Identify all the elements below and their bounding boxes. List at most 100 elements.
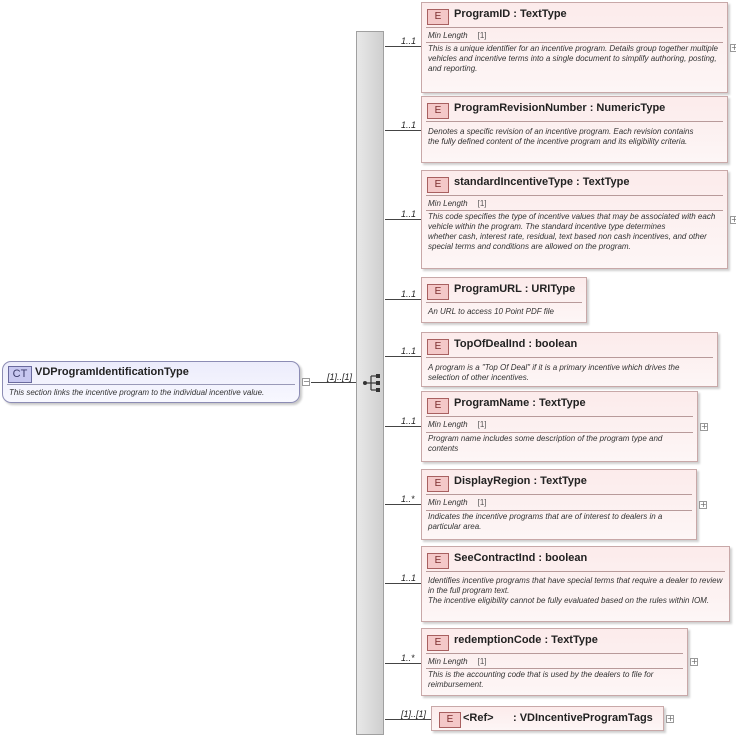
ref-element-box[interactable]: E <Ref> : VDIncentiveProgramTags <box>431 706 664 731</box>
element-name: ProgramRevisionNumber : NumericType <box>454 102 666 114</box>
plus-toggle-icon[interactable]: + <box>730 214 736 224</box>
connector-line <box>385 219 421 220</box>
divider <box>426 195 723 196</box>
divider <box>7 384 295 385</box>
element-name: ProgramName : TextType <box>454 397 586 409</box>
connector-line <box>311 382 357 383</box>
divider <box>426 668 683 669</box>
element-name: TopOfDealInd : boolean <box>454 338 578 350</box>
element-multiplicity: 1..* <box>401 653 415 663</box>
complex-type-name: VDProgramIdentificationType <box>35 366 189 378</box>
facet-label: Min Length <box>428 657 468 666</box>
element-badge: E <box>427 177 449 193</box>
divider <box>426 653 683 654</box>
description-line: whether cash, interest rate, residual, t… <box>428 232 707 251</box>
description-line: This is a unique identifier for an incen… <box>428 44 718 53</box>
divider <box>426 210 723 211</box>
description-line: vehicles and incentive terms into a sing… <box>428 54 717 73</box>
element-multiplicity: 1..1 <box>401 36 417 46</box>
ref-multiplicity: [1]..[1] <box>401 709 427 719</box>
facet-min-length: Min Length [1] <box>428 498 487 507</box>
element-name: SeeContractInd : boolean <box>454 552 588 564</box>
element-description: This is a unique identifier for an incen… <box>428 44 721 74</box>
element-multiplicity: 1..1 <box>401 289 417 299</box>
connector-line <box>385 356 421 357</box>
description-line: This is the accounting code that is used… <box>428 670 654 689</box>
connector-line <box>385 426 421 427</box>
description-line: Indicates the incentive programs that ar… <box>428 512 663 531</box>
facet-label: Min Length <box>428 498 468 507</box>
element-description: This code specifies the type of incentiv… <box>428 212 721 252</box>
description-line: A program is a "Top Of Deal" if it is a … <box>428 363 680 382</box>
divider <box>426 27 723 28</box>
divider <box>426 121 723 122</box>
element-description: Identifies incentive programs that have … <box>428 576 723 606</box>
description-line: This code specifies the type of incentiv… <box>428 212 716 231</box>
description-line: Program name includes some description o… <box>428 434 663 453</box>
divider <box>426 510 692 511</box>
element-badge: E <box>427 339 449 355</box>
element-multiplicity: 1..1 <box>401 120 417 130</box>
sequence-compositor-icon[interactable] <box>362 373 382 393</box>
element-description: Denotes a specific revision of an incent… <box>428 127 721 147</box>
element-multiplicity: 1..1 <box>401 573 417 583</box>
element-description: This is the accounting code that is used… <box>428 670 681 690</box>
connector-line <box>385 504 421 505</box>
element-badge: E <box>427 635 449 651</box>
element-description: A program is a "Top Of Deal" if it is a … <box>428 363 711 383</box>
divider <box>426 494 692 495</box>
element-multiplicity: 1..* <box>401 494 415 504</box>
facet-min-length: Min Length [1] <box>428 199 487 208</box>
ref-label: <Ref> <box>463 712 494 724</box>
element-name: ProgramURL : URIType <box>454 283 576 295</box>
connector-line <box>385 583 421 584</box>
element-badge: E <box>427 9 449 25</box>
divider <box>426 357 713 358</box>
element-description: An URL to access 10 Point PDF file <box>428 307 580 317</box>
connector-line <box>385 299 421 300</box>
element-badge: E <box>427 284 449 300</box>
connector-line <box>385 663 421 664</box>
element-multiplicity: 1..1 <box>401 209 417 219</box>
element-multiplicity: 1..1 <box>401 416 417 426</box>
divider <box>426 42 723 43</box>
plus-toggle-icon[interactable]: + <box>700 421 708 431</box>
facet-value: [1] <box>477 498 487 507</box>
facet-min-length: Min Length[1] <box>428 420 487 429</box>
facet-label: Min Length <box>428 31 468 40</box>
connector-line <box>385 719 431 720</box>
divider <box>426 302 582 303</box>
plus-toggle-icon[interactable]: + <box>730 42 736 52</box>
element-name: DisplayRegion : TextType <box>454 475 587 487</box>
element-name: redemptionCode : TextType <box>454 634 598 646</box>
element-badge: E <box>439 712 461 728</box>
element-multiplicity: 1..1 <box>401 346 417 356</box>
element-description: Program name includes some description o… <box>428 434 691 454</box>
description-line: An URL to access 10 Point PDF file <box>428 307 554 316</box>
connector-line <box>385 46 421 47</box>
ct-multiplicity: [1]..[1] <box>327 372 353 382</box>
plus-toggle-icon[interactable]: + <box>666 714 674 723</box>
facet-value: [1] <box>477 199 487 208</box>
element-box[interactable]: E TopOfDealInd : boolean A program is a "T… <box>421 332 718 387</box>
ref-element-name: : VDIncentiveProgramTags <box>513 712 653 724</box>
complex-type-box[interactable]: CT VDProgramIdentificationType This sect… <box>2 361 300 403</box>
facet-label: Min Length <box>428 420 468 429</box>
plus-toggle-icon[interactable]: + <box>690 657 698 666</box>
element-badge: E <box>427 553 449 569</box>
element-box[interactable]: E ProgramURL : URIType An URL to access 10… <box>421 277 587 323</box>
minus-toggle-icon[interactable]: − <box>302 377 310 386</box>
element-name: ProgramID : TextType <box>454 8 567 20</box>
plus-toggle-icon[interactable]: + <box>699 499 707 509</box>
facet-label: Min Length <box>428 199 468 208</box>
facet-value: [1] <box>477 31 487 40</box>
element-badge: E <box>427 103 449 119</box>
description-line: the fully defined content of the incenti… <box>428 137 688 146</box>
